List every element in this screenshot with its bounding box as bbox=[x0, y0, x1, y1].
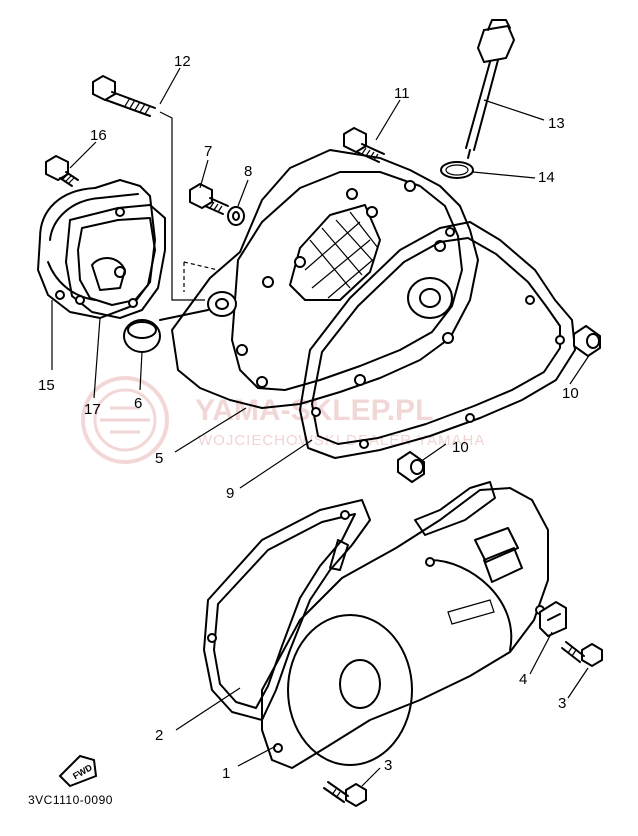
part-13-dipstick bbox=[465, 19, 516, 159]
part-3-screw-upper bbox=[561, 641, 603, 668]
callout-17: 17 bbox=[84, 401, 101, 418]
part-8-washer bbox=[227, 206, 245, 226]
callout-15: 15 bbox=[38, 377, 55, 394]
callout-8: 8 bbox=[244, 163, 252, 180]
part-15-cover bbox=[37, 179, 156, 319]
part-3-screw-lower bbox=[323, 781, 367, 808]
part-10-dowel-right bbox=[573, 324, 601, 358]
callout-4: 4 bbox=[519, 671, 527, 688]
callout-9: 9 bbox=[226, 485, 234, 502]
callout-7: 7 bbox=[204, 143, 212, 160]
callout-labels: 1 2 3 3 4 5 6 7 8 9 10 10 11 12 13 14 15… bbox=[38, 53, 579, 782]
part-17-gasket bbox=[65, 204, 166, 319]
part-2-gasket bbox=[203, 499, 371, 721]
diagram-code: 3VC1110-0090 bbox=[28, 793, 113, 807]
part-10-dowel-lower bbox=[397, 450, 425, 484]
part-9-gasket bbox=[299, 221, 576, 459]
watermark-sub-text: WOJCIECHOWSKI DEALER YAMAHA bbox=[198, 432, 485, 449]
part-6-plug bbox=[123, 319, 161, 353]
part-16-bolt bbox=[45, 154, 79, 187]
part-11-bolt bbox=[343, 126, 385, 163]
part-4-clip bbox=[539, 600, 567, 638]
fwd-arrow-icon: FWD bbox=[58, 754, 98, 788]
callout-14: 14 bbox=[538, 169, 555, 186]
callout-5: 5 bbox=[155, 450, 163, 467]
part-5-crankcase-cover bbox=[159, 149, 479, 409]
watermark-logo-icon bbox=[81, 376, 169, 464]
callout-6: 6 bbox=[134, 395, 142, 412]
part-7-bolt bbox=[189, 182, 229, 215]
callout-2: 2 bbox=[155, 727, 163, 744]
callout-10b: 10 bbox=[452, 439, 469, 456]
watermark: YAMA-SKLEP.PL WOJCIECHOWSKI DEALER YAMAH… bbox=[81, 376, 485, 464]
callout-1: 1 bbox=[222, 765, 230, 782]
callout-10a: 10 bbox=[562, 385, 579, 402]
callout-12: 12 bbox=[174, 53, 191, 70]
callout-11: 11 bbox=[394, 85, 410, 102]
part-14-o-ring bbox=[440, 161, 474, 179]
callout-16: 16 bbox=[90, 127, 107, 144]
part-1-lower-cover bbox=[261, 481, 549, 769]
callout-3b: 3 bbox=[384, 757, 392, 774]
callout-13: 13 bbox=[548, 115, 565, 132]
callout-3a: 3 bbox=[558, 695, 566, 712]
leader-lines bbox=[51, 67, 591, 787]
part-12-bolt bbox=[92, 74, 205, 301]
